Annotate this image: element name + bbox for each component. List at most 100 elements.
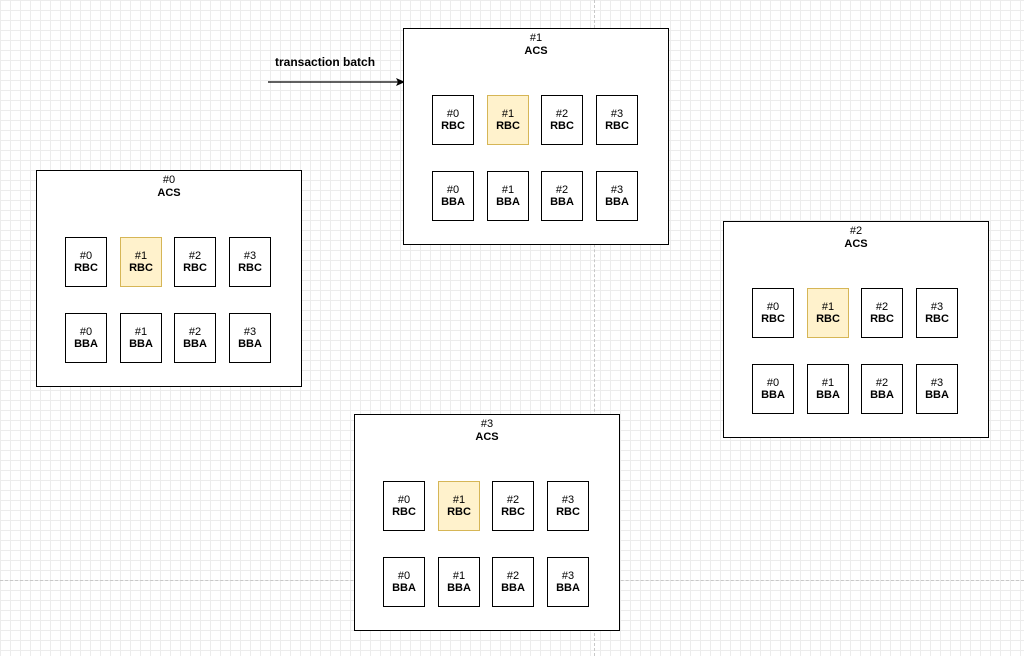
module-index: #2	[506, 570, 520, 582]
arrow-head	[396, 78, 405, 86]
module-name: BBA	[870, 389, 894, 401]
module-index: #0	[446, 108, 460, 120]
module-name: BBA	[550, 196, 574, 208]
module-index: #3	[930, 377, 944, 389]
module-index: #3	[243, 250, 257, 262]
module-index: #0	[79, 250, 93, 262]
page-break-guide-vertical	[594, 0, 595, 656]
module-name: RBC	[441, 120, 465, 132]
acs-index: #0	[162, 174, 176, 186]
acs-index: #2	[849, 225, 863, 237]
module-index: #3	[561, 494, 575, 506]
module-name: BBA	[761, 389, 785, 401]
module-index: #1	[821, 301, 835, 313]
module-name: RBC	[925, 313, 949, 325]
module-index: #2	[506, 494, 520, 506]
module-index: #2	[188, 250, 202, 262]
module-index: #1	[452, 494, 466, 506]
module-name: RBC	[501, 506, 525, 518]
module-index: #3	[610, 184, 624, 196]
acs-title: ACS	[157, 187, 181, 199]
module-index: #2	[555, 108, 569, 120]
acs-index: #3	[480, 418, 494, 430]
module-name: RBC	[447, 506, 471, 518]
module-index: #1	[452, 570, 466, 582]
transaction-batch-arrow[interactable]	[266, 74, 408, 90]
module-index: #0	[766, 377, 780, 389]
module-name: RBC	[550, 120, 574, 132]
module-name: RBC	[183, 262, 207, 274]
acs-header: #1 ACS	[404, 32, 668, 58]
acs-title: ACS	[844, 238, 868, 250]
module-name: RBC	[870, 313, 894, 325]
module-index: #0	[446, 184, 460, 196]
module-name: BBA	[556, 582, 580, 594]
module-index: #1	[134, 326, 148, 338]
module-name: RBC	[496, 120, 520, 132]
module-name: BBA	[447, 582, 471, 594]
module-name: BBA	[441, 196, 465, 208]
module-name: RBC	[556, 506, 580, 518]
module-index: #2	[875, 301, 889, 313]
module-name: BBA	[816, 389, 840, 401]
module-name: RBC	[605, 120, 629, 132]
module-name: RBC	[392, 506, 416, 518]
module-name: BBA	[129, 338, 153, 350]
module-index: #3	[561, 570, 575, 582]
arrow-label: transaction batch	[275, 55, 376, 69]
module-name: BBA	[392, 582, 416, 594]
acs-header: #0 ACS	[37, 174, 301, 200]
acs-index: #1	[529, 32, 543, 44]
module-name: RBC	[74, 262, 98, 274]
module-index: #0	[397, 570, 411, 582]
acs-header: #2 ACS	[724, 225, 988, 251]
module-index: #1	[134, 250, 148, 262]
module-index: #3	[243, 326, 257, 338]
module-name: BBA	[925, 389, 949, 401]
module-name: RBC	[816, 313, 840, 325]
module-name: BBA	[501, 582, 525, 594]
acs-title: ACS	[475, 431, 499, 443]
module-index: #2	[875, 377, 889, 389]
acs-header: #3 ACS	[355, 418, 619, 444]
module-name: BBA	[238, 338, 262, 350]
module-name: BBA	[496, 196, 520, 208]
module-name: RBC	[761, 313, 785, 325]
